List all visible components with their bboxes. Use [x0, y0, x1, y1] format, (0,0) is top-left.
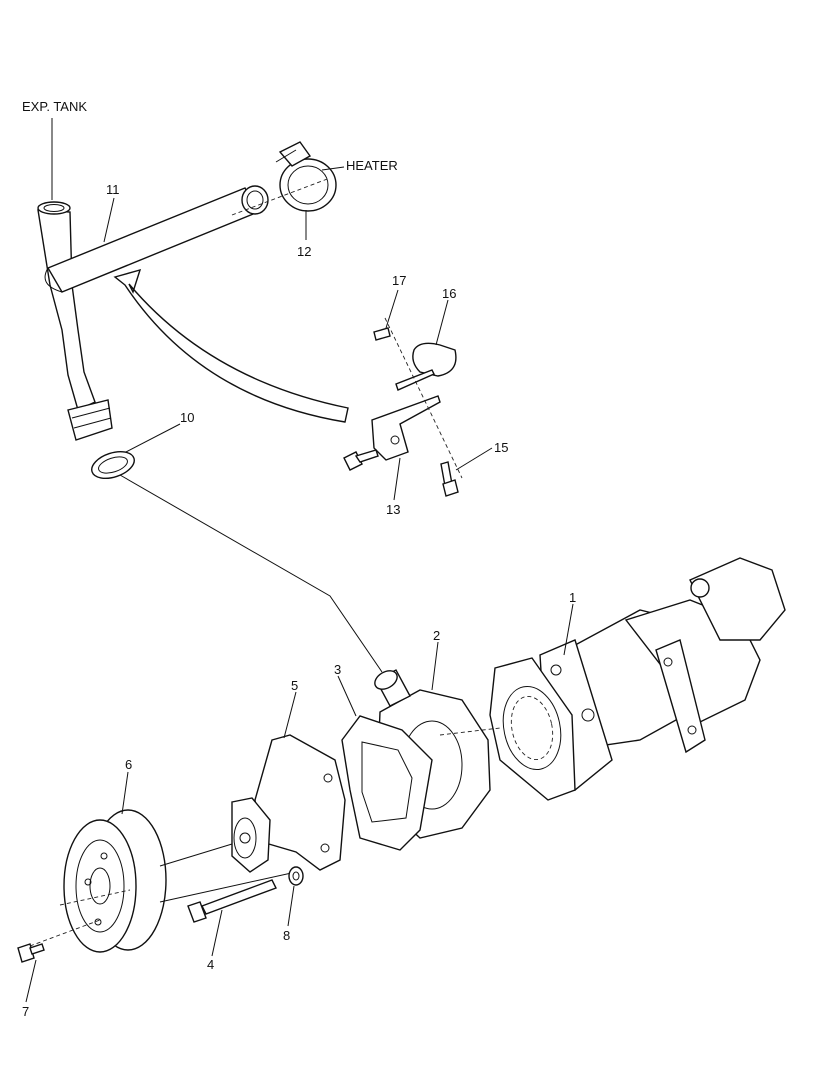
- bracket-axis-line: [384, 317, 463, 479]
- callout-3: 3: [334, 662, 341, 677]
- leader-11: [103, 197, 115, 243]
- pulley-guide-line-top: [159, 843, 233, 867]
- long-bolt: [187, 879, 277, 923]
- leader-4: [211, 909, 223, 957]
- callout-7: 7: [22, 1004, 29, 1019]
- leader-15: [455, 447, 493, 471]
- callout-17: 17: [392, 273, 406, 288]
- leader-3: [337, 675, 357, 717]
- exp-tank-label: EXP. TANK: [22, 99, 87, 114]
- mounting-bracket: [371, 395, 441, 461]
- leader-7: [25, 959, 37, 1003]
- pulley-center-axis: [59, 889, 131, 906]
- washer: [288, 866, 304, 886]
- hose-clamp: [275, 141, 337, 212]
- leader-16: [435, 299, 449, 346]
- pipe-clip: [395, 342, 457, 391]
- leader-5: [283, 691, 297, 739]
- housing-gasket-plate: [489, 657, 576, 801]
- leader-2: [431, 641, 439, 691]
- gasket-leader-line: [119, 474, 383, 673]
- callout-2: 2: [433, 628, 440, 643]
- callout-13: 13: [386, 502, 400, 517]
- heater-label: HEATER: [346, 158, 398, 173]
- leader-1: [563, 603, 574, 656]
- callout-11: 11: [106, 182, 120, 197]
- leader-17: [385, 289, 399, 329]
- gasket-ring: [91, 451, 135, 479]
- callout-16: 16: [442, 286, 456, 301]
- leader-8: [287, 885, 295, 927]
- pump-axis-line: [439, 727, 501, 736]
- callout-1: 1: [569, 590, 576, 605]
- pump-pulley: [63, 809, 167, 953]
- leader-6: [121, 771, 129, 815]
- callout-5: 5: [291, 678, 298, 693]
- small-clip: [373, 327, 391, 341]
- coolant-pipe: [37, 185, 269, 441]
- small-bolt: [17, 943, 45, 963]
- assembly-arrow: [113, 268, 349, 423]
- callout-6: 6: [125, 757, 132, 772]
- water-pump: [231, 734, 346, 873]
- clamp-axis-line: [231, 177, 331, 216]
- leader-heater: [321, 166, 345, 171]
- pump-gasket: [341, 715, 433, 851]
- callout-15: 15: [494, 440, 508, 455]
- callout-4: 4: [207, 957, 214, 972]
- pulley-bolt-axis: [29, 919, 101, 947]
- callout-12: 12: [297, 244, 311, 259]
- bracket-bolt: [343, 449, 379, 471]
- leader-10: [125, 423, 181, 453]
- bracket-screw: [440, 461, 459, 497]
- leader-13: [393, 457, 401, 501]
- pulley-guide-line-bottom: [159, 871, 297, 903]
- pump-housing: [539, 557, 786, 792]
- callout-8: 8: [283, 928, 290, 943]
- callout-10: 10: [180, 410, 194, 425]
